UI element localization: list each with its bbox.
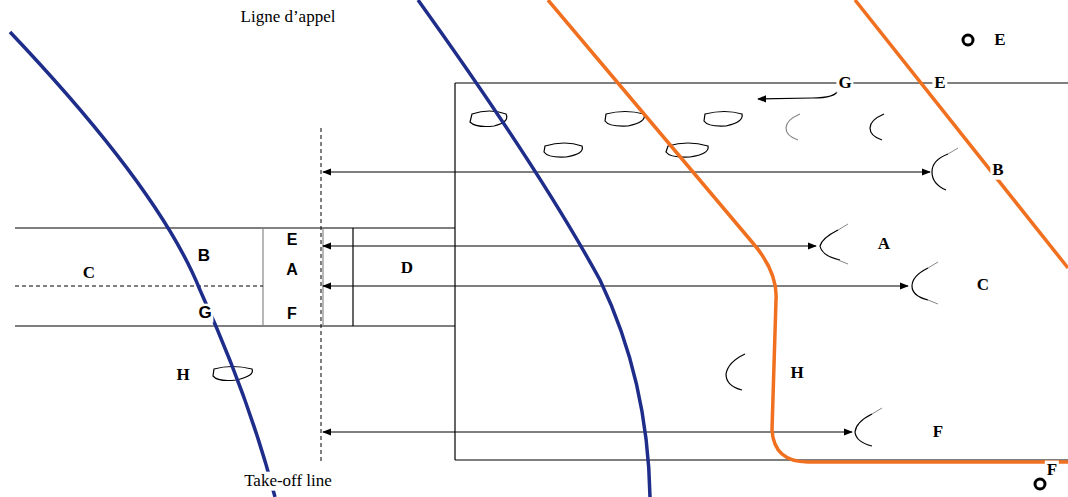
position-letter: H [788,364,805,383]
heel-tails [838,148,958,414]
orange-curves [548,0,1068,462]
position-letter: G [836,74,853,93]
position-letter: A [876,235,892,254]
heel-marks [726,114,948,446]
position-letter: C [81,264,97,283]
sand-pit [455,83,1068,460]
line-caption: Ligne d’appel [239,8,338,27]
position-letter: B [990,161,1005,180]
position-letter: B [196,247,212,266]
position-letter: E [285,231,300,249]
position-letter: H [174,366,191,385]
blue-curves [10,0,650,497]
position-letter: E [932,74,947,93]
position-letter: F [931,423,945,442]
position-letter: F [1045,461,1059,480]
marker-circle [963,35,973,45]
position-letter: E [992,31,1007,50]
position-letter: D [399,259,415,278]
line-caption: Take-off line [242,472,334,491]
footprints [213,111,742,381]
backward-arrow [758,90,838,99]
marker-circle [1035,479,1045,489]
position-letter: C [975,276,991,295]
position-letter: G [196,304,213,323]
take-off-line [321,128,322,462]
runway [15,228,455,326]
measure-arrows [323,172,930,432]
position-letter: F [285,305,299,323]
position-letter: A [284,261,300,279]
